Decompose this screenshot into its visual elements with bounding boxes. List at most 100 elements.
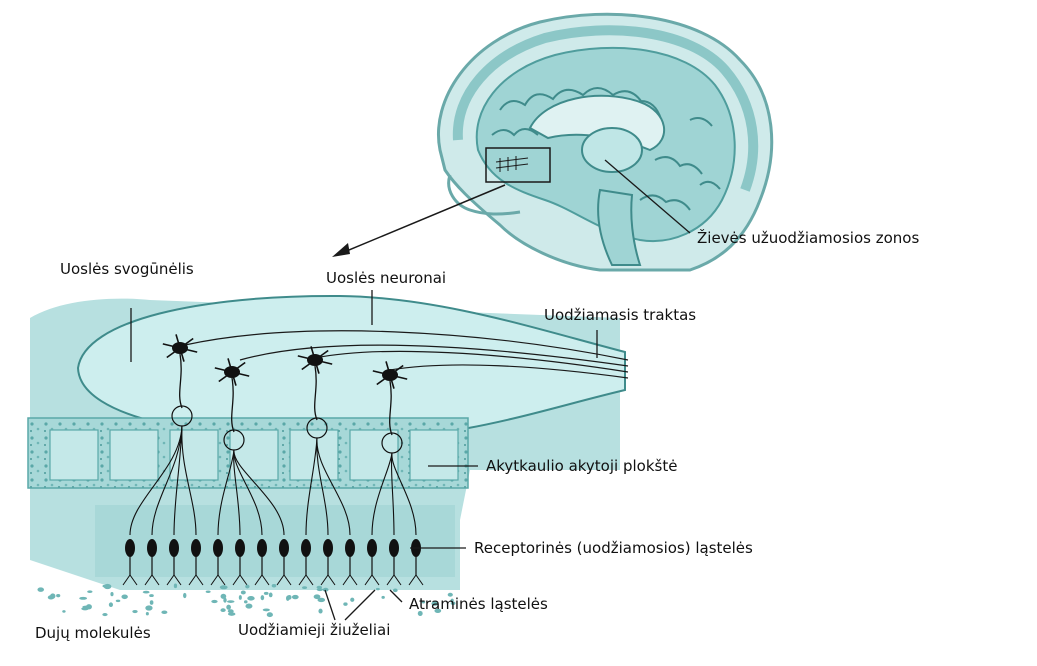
leader-lines <box>130 290 598 621</box>
cilia <box>408 574 424 586</box>
gas-molecule <box>226 600 235 603</box>
receptor-axon <box>173 425 183 536</box>
receptor-cell <box>279 539 289 557</box>
olfactory-region-box <box>485 147 551 183</box>
neuron-soma <box>382 369 398 381</box>
cilia <box>210 574 226 586</box>
brain-gyri <box>491 87 721 211</box>
tract-fibers <box>184 330 629 379</box>
receptor-axon <box>233 449 285 536</box>
gas-molecule <box>227 612 236 616</box>
label-olfactory-neurons: Uoslės neuronai <box>326 269 447 287</box>
gas-molecule <box>392 588 398 593</box>
gas-molecule <box>205 590 211 593</box>
label-olfactory-tract: Uodžiamasis traktas <box>544 306 697 324</box>
cilia <box>320 574 336 586</box>
gas-molecule <box>85 604 92 610</box>
gas-molecule <box>37 587 45 592</box>
gas-molecule <box>132 609 138 614</box>
gas-molecule <box>291 594 299 600</box>
receptor-cell <box>191 539 201 557</box>
receptor-axon <box>129 425 183 536</box>
head-brain-illustration <box>437 12 774 272</box>
gas-molecule <box>238 595 242 600</box>
gas-molecule <box>450 598 454 603</box>
gas-molecule <box>56 594 61 598</box>
supporting-leader <box>389 589 403 603</box>
gas-molecule <box>271 583 277 588</box>
receptor-cell <box>235 539 245 557</box>
gas-molecule <box>142 590 150 594</box>
gas-molecule <box>145 605 153 611</box>
gas-molecule <box>226 604 231 610</box>
olfactory-region-lines <box>495 156 529 172</box>
gas-molecule <box>313 594 321 600</box>
gas-molecule <box>240 590 246 595</box>
gas-molecule <box>161 610 168 615</box>
label-olfactory-cilia: Uodžiamieji žiuželiai <box>238 621 391 639</box>
gas-molecule <box>316 588 324 592</box>
neuron-soma <box>224 366 240 378</box>
gas-molecule <box>262 608 270 612</box>
gas-molecule <box>110 592 114 597</box>
gas-molecule <box>350 597 355 602</box>
cilia-leader-1 <box>324 589 336 621</box>
gas-molecule <box>173 583 178 589</box>
cilia <box>342 574 358 586</box>
gas-molecule <box>375 587 380 591</box>
gas-molecule <box>220 593 227 599</box>
gas-molecule <box>268 592 273 598</box>
receptor-cell <box>147 539 157 557</box>
cilia <box>276 574 292 586</box>
gas-molecule <box>266 612 273 618</box>
skull-band <box>452 25 759 192</box>
gas-molecule <box>62 610 66 613</box>
receptor-axon <box>217 449 235 536</box>
gas-molecule <box>431 601 439 606</box>
receptor-cell <box>257 539 267 557</box>
gas-molecule <box>227 609 234 614</box>
gas-molecule <box>50 593 56 599</box>
gas-molecule <box>302 586 308 589</box>
gas-molecule <box>102 613 108 617</box>
cilia <box>386 574 402 586</box>
receptor-cell <box>213 539 223 557</box>
label-cribriform-plate: Akytkaulio akytoji plokštė <box>486 457 678 475</box>
cilia <box>254 574 270 586</box>
receptor-cell <box>301 539 311 557</box>
receptor-axon <box>233 449 263 536</box>
receptor-cell <box>125 539 135 557</box>
gas-molecule <box>223 597 227 603</box>
neuron-soma <box>307 354 323 366</box>
neuron-axon <box>231 377 235 433</box>
olfactory-bulb-section <box>27 294 629 618</box>
cilia <box>122 574 138 586</box>
receptor-axon <box>316 437 351 536</box>
gas-molecule <box>102 584 106 588</box>
gas-molecule <box>417 610 423 617</box>
label-cortex-zones: Žievės užuodžiamosios zonos <box>697 229 920 247</box>
receptor-axon <box>316 437 329 536</box>
gas-molecule <box>211 599 218 604</box>
receptor-axon <box>181 425 197 536</box>
gas-molecule <box>108 602 113 608</box>
label-olfactory-bulb: Uoslės svogūnėlis <box>60 260 194 278</box>
gas-molecule <box>219 585 228 590</box>
neuron <box>297 346 333 439</box>
receptor-axon <box>390 452 395 536</box>
gas-molecule <box>247 596 255 601</box>
neuron-axon <box>389 380 393 436</box>
cilia-leader-2 <box>344 589 376 621</box>
receptor-axon <box>391 452 417 536</box>
gas-molecule <box>322 587 329 592</box>
cilia <box>232 574 248 586</box>
label-receptor-cells: Receptorinės (uodžiamosios) ląstelės <box>474 539 753 557</box>
gas-molecule <box>121 594 128 600</box>
receptor-cell <box>169 539 179 557</box>
gas-molecule <box>87 590 93 594</box>
gas-molecule-dots <box>37 583 456 618</box>
gas-molecule <box>115 599 121 603</box>
neuron-axon <box>314 365 318 421</box>
